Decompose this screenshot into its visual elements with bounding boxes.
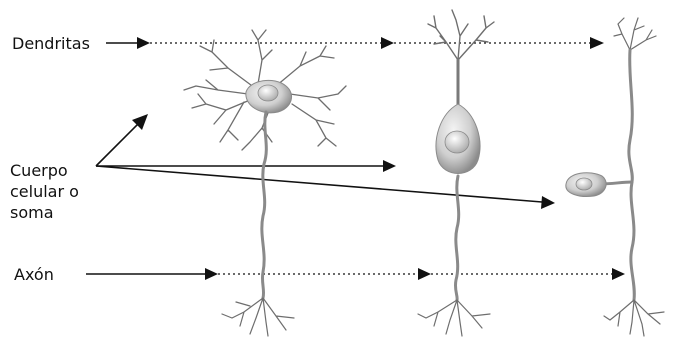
multipolar-neuron xyxy=(184,30,346,336)
soma-label-line2: celular o xyxy=(10,181,79,202)
multipolar-nucleus xyxy=(258,85,278,101)
bipolar-neuron xyxy=(418,10,494,336)
unipolar-dendrites xyxy=(614,18,656,50)
unipolar-nucleus xyxy=(576,178,592,190)
multipolar-axon-terminals xyxy=(222,298,294,336)
bipolar-nucleus xyxy=(445,131,469,153)
dendrites-arrowhead-3 xyxy=(590,37,604,49)
dendrites-label: Dendritas xyxy=(12,33,90,54)
bipolar-axon-terminals xyxy=(418,300,490,336)
soma-arrowhead-unipolar xyxy=(541,196,555,209)
soma-label-line3: soma xyxy=(10,202,79,223)
dendrites-arrowhead-2 xyxy=(381,37,394,49)
soma-pointer-arrows xyxy=(96,114,555,209)
axon-arrowhead-1 xyxy=(205,268,218,280)
soma-label-line1: Cuerpo xyxy=(10,160,79,181)
axon-arrowhead-2 xyxy=(418,268,431,280)
multipolar-axon xyxy=(262,112,266,298)
soma-arrowhead-bipolar xyxy=(383,160,396,172)
axon-pointer-row xyxy=(86,268,625,280)
soma-label: Cuerpo celular o soma xyxy=(10,160,79,223)
unipolar-fiber xyxy=(629,50,634,300)
axon-label: Axón xyxy=(14,264,54,285)
unipolar-axon-terminals xyxy=(604,300,664,336)
soma-arrow-to-multipolar xyxy=(96,122,140,166)
bipolar-dendrites xyxy=(428,10,494,60)
soma-arrow-to-unipolar xyxy=(96,166,542,202)
bipolar-axon xyxy=(455,176,458,300)
dendrites-pointer-row xyxy=(106,37,604,49)
unipolar-neuron xyxy=(566,18,664,336)
axon-arrowhead-3 xyxy=(612,268,625,280)
dendrites-arrowhead-1 xyxy=(137,37,150,49)
